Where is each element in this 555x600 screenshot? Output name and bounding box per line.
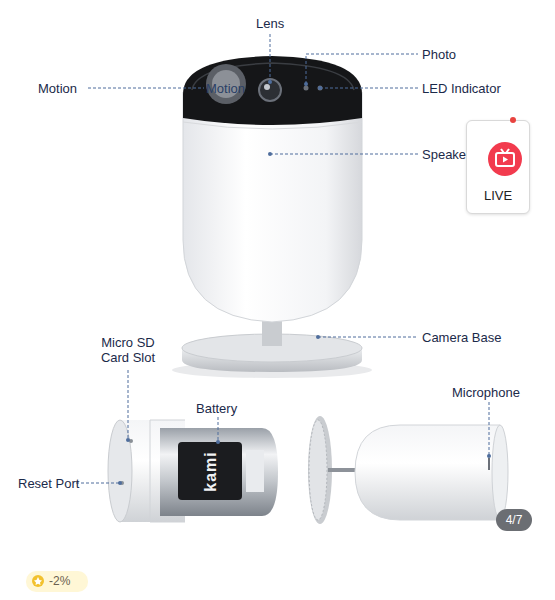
part-label: Lens (256, 16, 284, 31)
part-label: Motion (38, 81, 77, 96)
part-label: Micro SD Card Slot (92, 335, 164, 365)
counter-text: 4/7 (506, 513, 523, 527)
page-counter: 4/7 (496, 509, 532, 531)
notify-dot (510, 117, 516, 123)
badge-text: LIVE (467, 188, 529, 203)
part-label: Motion (206, 81, 245, 96)
part-label: Camera Base (422, 330, 501, 345)
part-label: Speake (422, 147, 466, 162)
part-label: Microphone (452, 385, 520, 400)
part-label: Battery (196, 401, 237, 416)
live-badge: LIVE (466, 120, 530, 214)
part-label: Photo (422, 47, 456, 62)
brand-text: kami (203, 451, 218, 491)
discount-text: -2% (49, 574, 70, 589)
part-label: Reset Port (18, 476, 79, 491)
part-label: LED Indicator (422, 81, 501, 96)
